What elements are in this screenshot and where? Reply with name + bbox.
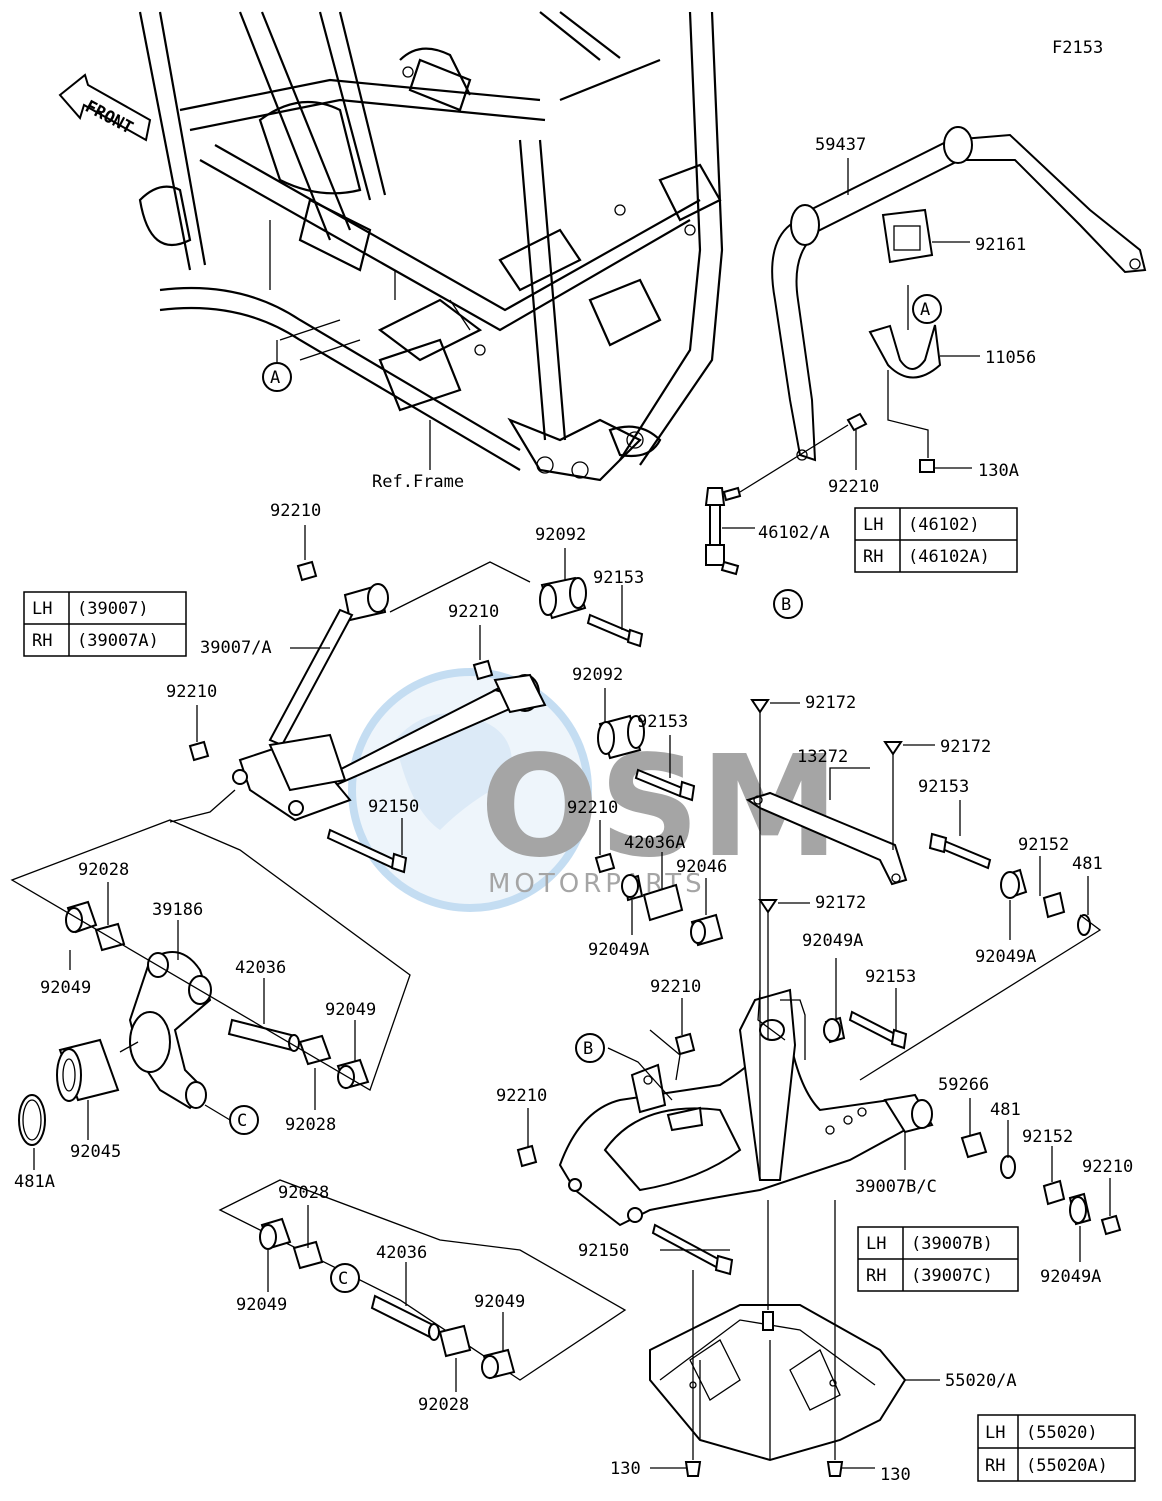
label-92210-e: 92210 [650,977,701,997]
table-39007: LH (39007) RH (39007A) [23,591,187,657]
label-55020: 55020/A [945,1371,1017,1391]
label-92210-stab: 92210 [828,477,879,497]
watermark: OSM MOTORPARTS [348,668,839,912]
part-labels: F2153 Ref.Frame 59437 92161 11056 130A 9… [14,38,1133,1485]
label-92028-b: 92028 [285,1115,336,1135]
table-39007bc-lh: LH [866,1234,886,1254]
label-11056: 11056 [985,348,1036,368]
table-39007bc-rh: RH [866,1266,886,1286]
table-55020-lh-value: (55020) [1026,1423,1098,1443]
label-92172-b: 92172 [940,737,991,757]
label-92049-a: 92049 [40,978,91,998]
label-92210-a: 92210 [270,501,321,521]
lower-knuckle-parts [218,1179,627,1392]
label-92045: 92045 [70,1142,121,1162]
table-39007-lh: LH [32,599,52,619]
label-46102: 46102/A [758,523,830,543]
label-481-b: 481 [990,1100,1021,1120]
table-39007bc: LH (39007B) RH (39007C) [857,1226,1019,1292]
stabilizer-bar [704,126,1147,576]
table-46102-rh-value: (46102A) [908,547,990,567]
label-92172-a: 92172 [805,693,856,713]
label-42036-a: 42036 [235,958,286,978]
label-130a: 130A [978,461,1019,481]
label-59266: 59266 [938,1075,989,1095]
table-39007-lh-value: (39007) [77,599,149,619]
markers: A A B B C C [229,294,942,1293]
marker-b-arm: B [583,1039,593,1059]
label-92049-b: 92049 [325,1000,376,1020]
knuckle [10,819,411,1170]
ref-frame-label: Ref.Frame [372,472,464,492]
skid-plate [649,1200,940,1477]
frame-drawing: FRONT [58,11,724,482]
label-92049a-b: 92049A [588,940,649,960]
table-46102-lh: LH [863,515,883,535]
label-92210-f: 92210 [496,1086,547,1106]
table-46102-rh: RH [863,547,883,567]
table-39007-rh: RH [32,631,52,651]
label-92028-d: 92028 [418,1395,469,1415]
marker-a-frame: A [270,368,280,388]
label-92092-b: 92092 [572,665,623,685]
label-92049a-d: 92049A [1040,1267,1101,1287]
label-42036-b: 42036 [376,1243,427,1263]
label-92210-g: 92210 [1082,1157,1133,1177]
label-92152-b: 92152 [1022,1127,1073,1147]
label-92172-c: 92172 [815,893,866,913]
upper-arm [169,525,696,874]
label-42036a: 42036A [624,833,685,853]
table-46102: LH (46102) RH (46102A) [854,507,1018,573]
label-92210-c: 92210 [166,682,217,702]
table-39007-rh-value: (39007A) [77,631,159,651]
label-92152-a: 92152 [1018,835,1069,855]
label-92153-d: 92153 [865,967,916,987]
table-55020-lh: LH [985,1423,1005,1443]
label-39007bc: 39007B/C [855,1177,937,1197]
label-39186: 39186 [152,900,203,920]
lower-arm [516,699,1122,1276]
front-arrow-icon [58,73,152,142]
label-481-a: 481 [1072,854,1103,874]
label-92049-d: 92049 [474,1292,525,1312]
label-92028-c: 92028 [278,1183,329,1203]
marker-a-clamp: A [920,300,930,320]
label-92028-a: 92028 [78,860,129,880]
label-92049a-a: 92049A [975,947,1036,967]
label-92153-c: 92153 [918,777,969,797]
table-39007bc-lh-value: (39007B) [911,1234,993,1254]
label-92161: 92161 [975,235,1026,255]
label-92210-b: 92210 [448,602,499,622]
table-55020-rh: RH [985,1456,1005,1476]
label-92046: 92046 [676,857,727,877]
label-92153-b: 92153 [637,712,688,732]
label-92150-b: 92150 [578,1241,629,1261]
table-46102-lh-value: (46102) [908,515,980,535]
table-39007bc-rh-value: (39007C) [911,1266,993,1286]
table-55020-rh-value: (55020A) [1026,1456,1108,1476]
label-92150-a: 92150 [368,797,419,817]
label-92049-c: 92049 [236,1295,287,1315]
table-55020: LH (55020) RH (55020A) [977,1414,1136,1482]
label-130-b: 130 [880,1465,911,1485]
label-481a: 481A [14,1172,55,1192]
marker-b-link: B [781,595,791,615]
label-92049a-c: 92049A [802,931,863,951]
label-92092-a: 92092 [535,525,586,545]
label-130-a: 130 [610,1459,641,1479]
label-92153-a: 92153 [593,568,644,588]
label-92210-d: 92210 [567,798,618,818]
label-13272: 13272 [797,747,848,767]
marker-c-knuckle: C [237,1111,247,1131]
marker-c-shaft: C [338,1269,348,1289]
figure-code: F2153 [1052,38,1103,58]
label-39007: 39007/A [200,638,272,658]
label-59437: 59437 [815,135,866,155]
